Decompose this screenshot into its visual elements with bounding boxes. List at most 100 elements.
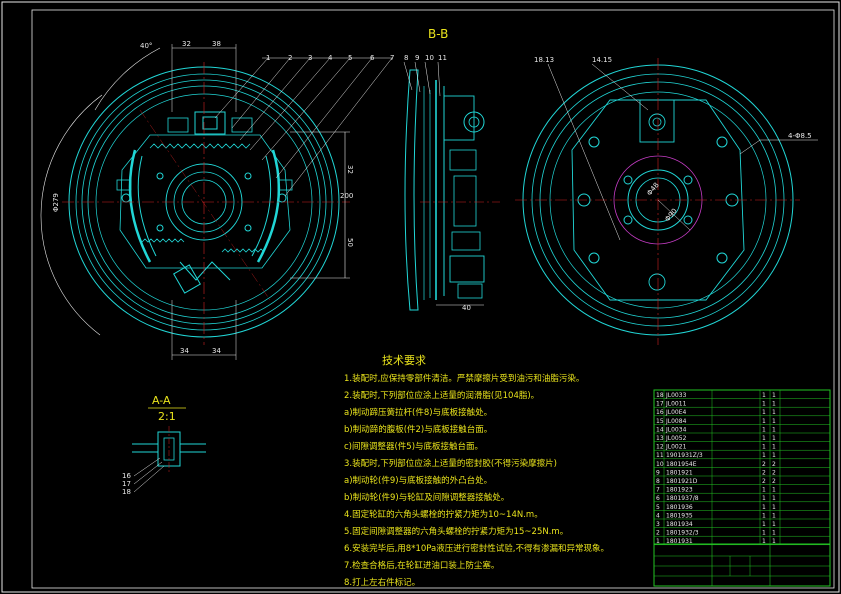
dim-32-right: 32: [346, 165, 354, 174]
bom-cell: 11: [656, 452, 664, 459]
callout-5: 5: [348, 54, 352, 62]
requirement-2a: a)制动蹄压簧拉杆(件8)与底板接触处。: [344, 407, 492, 418]
detail-scale: 2:1: [158, 410, 176, 423]
bom-cell: 1: [762, 512, 766, 519]
callout-9: 9: [415, 54, 419, 62]
bom-cell: 1: [772, 512, 776, 519]
requirement-2: 2.装配时,下列部位应涂上适量的润滑脂(见104脂)。: [344, 390, 539, 401]
section-view: B-B 40: [403, 27, 500, 312]
bom-cell: 1: [762, 418, 766, 425]
bom-cell: 1: [772, 530, 776, 537]
bom-cell: 1: [762, 435, 766, 442]
bom-cell: JL00E4: [665, 409, 687, 416]
bom-cell: 1: [772, 452, 776, 459]
section-title: B-B: [428, 27, 448, 41]
bom-cell: 1801923: [666, 487, 693, 494]
callout-6: 6: [370, 54, 375, 62]
bom-cell: 1: [762, 521, 766, 528]
requirement-3: 3.装配时,下列部位应涂上适量的密封胶(不得污染摩擦片): [344, 458, 557, 469]
bom-cell: 1: [762, 530, 766, 537]
requirement-2b: b)制动蹄的腹板(件2)与底板接触台面。: [344, 424, 492, 435]
callout-10: 10: [425, 54, 434, 62]
bom-cell: 1: [772, 495, 776, 502]
bom-cell: 2: [772, 478, 776, 485]
bom-cell: 1901931Z/3: [666, 452, 703, 459]
right-view: 18.13 14.15 4-Φ8.5 Φ48 Φ90: [515, 56, 818, 345]
bom-cell: 1: [772, 487, 776, 494]
bom-cell: 1: [762, 444, 766, 451]
bom-cell: 2: [656, 530, 660, 537]
left-view: 40° 32 38 32 50 34 34 200 Φ279: [40, 40, 393, 360]
bom-cell: 1: [772, 504, 776, 511]
bom-cell: 1: [772, 521, 776, 528]
callout-18: 18: [122, 488, 131, 496]
bom-cell: 1: [772, 435, 776, 442]
bom-cell: 1: [762, 452, 766, 459]
bom-cell: 1801936: [666, 504, 693, 511]
dim-diameter: Φ279: [52, 193, 60, 212]
bom-cell: 1: [762, 487, 766, 494]
bom-cell: JL0033: [665, 392, 687, 399]
requirement-1: 1.装配时,应保持零部件清洁。严禁摩擦片受到油污和油脂污染。: [344, 373, 584, 384]
bom-cell: 1: [772, 401, 776, 408]
dim-phi90: Φ90: [663, 207, 678, 223]
bom-cell: 5: [656, 504, 660, 511]
callout-1: 1: [266, 54, 270, 62]
callout-2: 2: [288, 54, 292, 62]
detail-view: A-A 2:1 16 17 18: [122, 394, 206, 496]
callout-16: 16: [122, 472, 131, 480]
dim-38-top: 38: [212, 40, 221, 48]
bom-cell: 1: [762, 495, 766, 502]
bom-cell: 1: [656, 538, 660, 545]
bom-cell: 14: [656, 426, 664, 433]
bom-cell: 2: [772, 461, 776, 468]
bom-cell: 1: [762, 392, 766, 399]
requirement-5: 5.固定间隙调整器的六角头螺栓的拧紧力矩为15~25N.m。: [344, 526, 568, 537]
bom-cell: 1: [762, 426, 766, 433]
bom-cell: 1801954E: [666, 461, 697, 468]
dim-50-right: 50: [346, 238, 354, 247]
bom-cell: 1: [772, 392, 776, 399]
bom-cell: 8: [656, 478, 660, 485]
bom-cell: 10: [656, 461, 664, 468]
bom-cell: JL0021: [665, 444, 687, 451]
bom-cell: JL0052: [665, 435, 687, 442]
bom-cell: 1801934: [666, 521, 693, 528]
top-callouts: 1 2 3 4 5 6 7 8 9 10 11: [266, 54, 447, 62]
bom-cell: 1: [772, 409, 776, 416]
bom-cell: 18: [656, 392, 664, 399]
bom-cell: 4: [656, 512, 660, 519]
bom-cell: 1: [772, 538, 776, 545]
requirement-8: 8.打上左右件标记。: [344, 577, 420, 588]
bom-cell: 1: [762, 401, 766, 408]
bom-cell: 15: [656, 418, 664, 425]
bom-cell: 17: [656, 401, 664, 408]
drawing-inner-border: [31, 9, 835, 589]
requirement-2c: c)间隙调整器(件5)与底板接触台面。: [344, 441, 483, 452]
dim-phi48: Φ48: [645, 181, 660, 197]
callout-17: 17: [122, 480, 131, 488]
detail-title: A-A: [152, 394, 171, 407]
dim-200: 200: [340, 192, 353, 200]
bom-cell: 6: [656, 495, 660, 502]
callout-3: 3: [308, 54, 312, 62]
bom-cell: 2: [762, 469, 766, 476]
callout-7: 7: [390, 54, 394, 62]
requirements-title: 技术要求: [382, 354, 426, 367]
technical-requirements: 技术要求 1.装配时,应保持零部件清洁。严禁摩擦片受到油污和油脂污染。 2.装配…: [344, 354, 609, 588]
bom-cell: 1801921D: [666, 478, 698, 485]
bom-cell: JL0011: [665, 401, 687, 408]
dim-32-top: 32: [182, 40, 191, 48]
bom-cell: 1801937/8: [666, 495, 699, 502]
bom-cell: 9: [656, 469, 660, 476]
bom-cell: 1801935: [666, 512, 693, 519]
callout-8: 8: [404, 54, 408, 62]
bom-cell: 1801932/3: [666, 530, 699, 537]
bom-cell: 7: [656, 487, 660, 494]
callout-4: 4: [328, 54, 333, 62]
bom-cell: JL0084: [665, 418, 687, 425]
bom-cell: 1: [772, 444, 776, 451]
bom-grid: [653, 389, 831, 546]
